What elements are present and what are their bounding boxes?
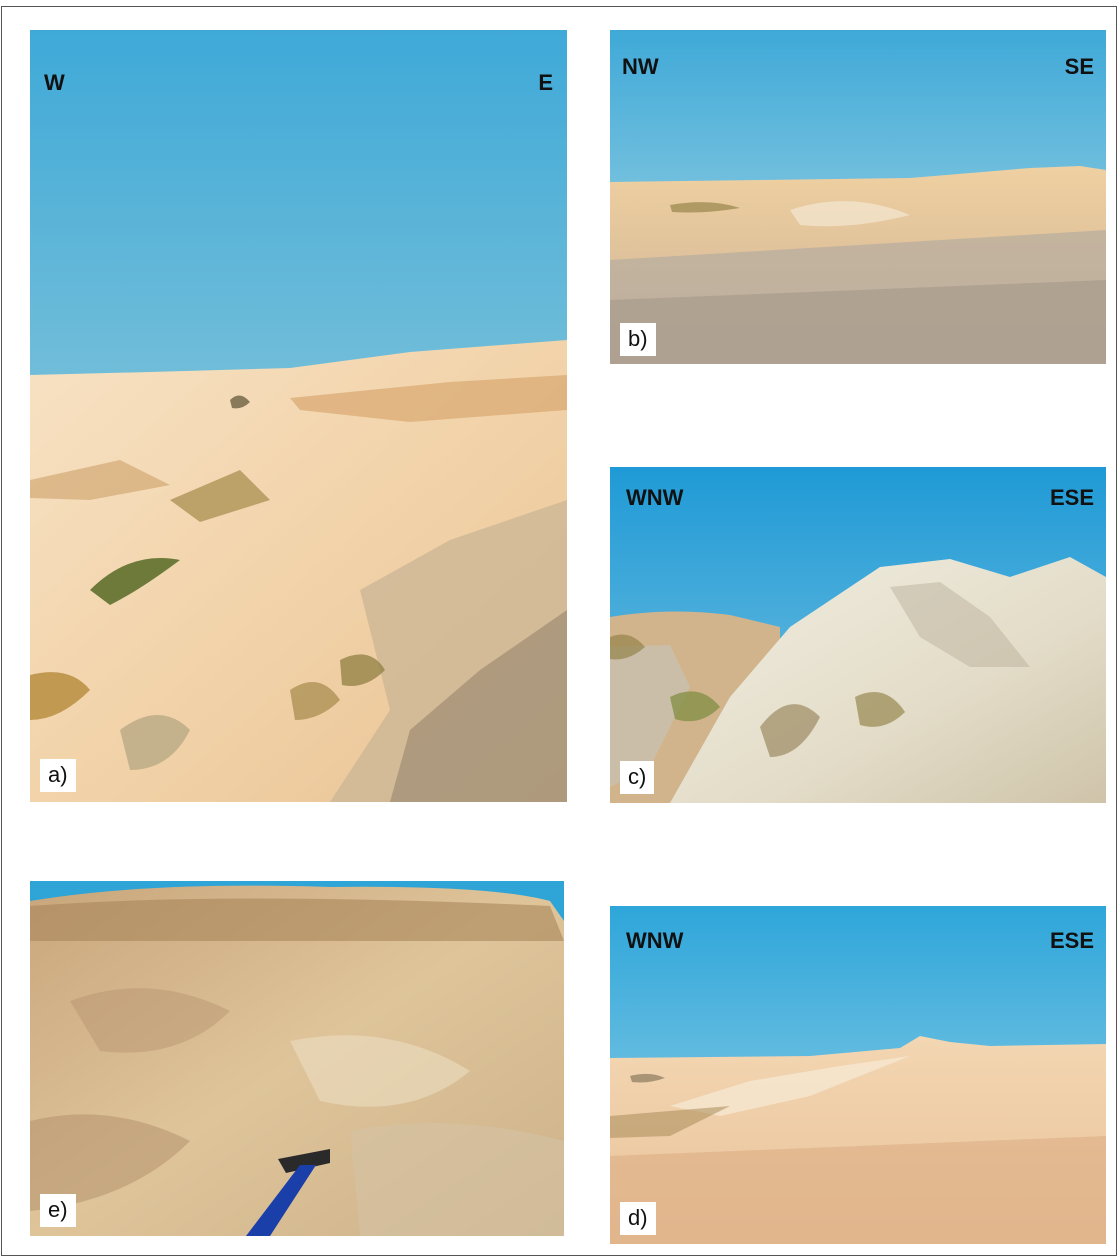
panel-a-direction-left: W (44, 70, 65, 95)
panel-b-direction-right: SE (1064, 54, 1094, 79)
panel-e-label: e) (40, 1194, 76, 1227)
panel-c-direction-right: ESE (1049, 485, 1094, 510)
panel-d-direction-left: WNW (626, 928, 684, 953)
figure-frame (1, 6, 1117, 1256)
panel-d-photo: WNW ESE d) (610, 906, 1106, 1244)
panel-b-label: b) (620, 323, 656, 356)
panel-d-label: d) (620, 1202, 656, 1235)
panel-a-label: a) (40, 759, 76, 792)
panel-e-photo: e) (30, 881, 564, 1236)
panel-b-photo: NW SE b) (610, 30, 1106, 364)
panel-c-photo: WNW ESE c) (610, 467, 1106, 803)
desert-ridge-photo (610, 906, 1106, 1244)
panel-b-direction-left: NW (622, 54, 659, 79)
panel-d-direction-right: ESE (1049, 928, 1094, 953)
panel-a-photo: W E a) (30, 30, 567, 802)
breccia-closeup-photo (30, 881, 564, 1236)
gravel-plain-photo (610, 30, 1106, 364)
panel-c-direction-left: WNW (626, 485, 684, 510)
panel-a-direction-right: E (538, 70, 553, 95)
desert-slope-photo (30, 30, 567, 802)
panel-c-label: c) (620, 761, 655, 794)
rock-outcrop-photo (610, 467, 1106, 803)
